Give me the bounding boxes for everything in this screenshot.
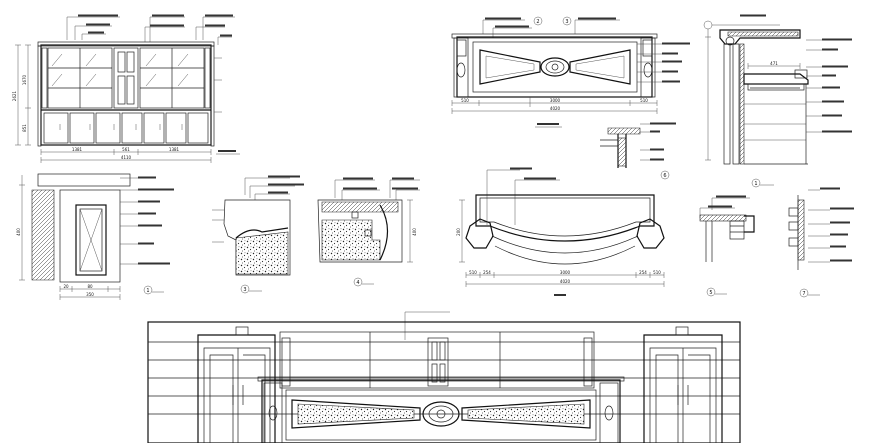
right-callouts-2 xyxy=(806,38,852,133)
marker-4: 4 xyxy=(356,280,359,286)
v7-dim-d1: 254 xyxy=(483,270,491,275)
view-side-section: 471 1 xyxy=(703,14,852,188)
view-counter-elevation: 2 3 xyxy=(451,16,690,128)
marker-6-top: 6 xyxy=(663,173,666,179)
lower-doors xyxy=(43,112,209,144)
v2-dim-a: 510 xyxy=(461,98,469,103)
dim-top-c: 1381 xyxy=(169,147,180,152)
v4-dim-w3: 350 xyxy=(86,292,94,297)
marker-1-right: 1 xyxy=(754,181,757,187)
marker-5: 5 xyxy=(709,290,712,296)
dim-top-b: 561 xyxy=(122,147,130,152)
view-detail-6: 7 xyxy=(788,187,854,298)
detail-joint: 6 xyxy=(600,122,676,180)
marker-1: 1 xyxy=(146,288,149,294)
v6-dim-h: 400 xyxy=(412,228,417,236)
marker-3: 3 xyxy=(243,287,246,293)
view-counter-plan: 200 510 254 3000 254 510 4020 xyxy=(456,167,665,296)
v7-dim-a: 510 xyxy=(469,270,477,275)
v7-dim-r: 200 xyxy=(456,228,461,236)
v7-dim-total: 4020 xyxy=(560,279,571,284)
marker-2: 2 xyxy=(536,19,539,25)
v4-dim-w1: 20 xyxy=(63,284,69,289)
marker-7: 7 xyxy=(802,291,805,297)
v2-dim-b: 3000 xyxy=(550,98,561,103)
view-full-elevation xyxy=(147,311,741,443)
v2-dim-c: 510 xyxy=(640,98,648,103)
callouts-v4 xyxy=(120,176,174,265)
door-right xyxy=(643,326,723,443)
door-left xyxy=(197,326,276,443)
v7-dim-b: 3000 xyxy=(560,270,571,275)
v2-dim-total: 4020 xyxy=(550,106,561,111)
dim-top-a: 1381 xyxy=(72,147,83,152)
v7-dim-d2: 254 xyxy=(639,270,647,275)
v3-dim-w: 471 xyxy=(770,61,778,66)
view-detail-3: 3 xyxy=(212,175,304,294)
dim-left-h3: 2621 xyxy=(12,90,17,101)
dim-total: 4110 xyxy=(121,155,132,160)
view-door-section: 400 20 80 xyxy=(16,173,174,300)
dim-left-h2: 851 xyxy=(22,124,27,132)
view-detail-4: 400 4 xyxy=(317,177,420,287)
view-detail-5: 5 xyxy=(699,195,755,297)
annotation-text xyxy=(78,14,233,37)
leader-lines xyxy=(66,16,235,45)
v7-dim-c: 510 xyxy=(653,270,661,275)
v4-dim-w2: 80 xyxy=(87,284,93,289)
view-cabinet-elevation: 1670 851 2621 1381 561 1381 4110 xyxy=(12,14,240,163)
marker-3-top: 3 xyxy=(565,19,568,25)
right-callouts xyxy=(637,42,690,83)
dim-left-h1: 1670 xyxy=(22,74,27,85)
v4-dim-h: 400 xyxy=(16,228,21,236)
